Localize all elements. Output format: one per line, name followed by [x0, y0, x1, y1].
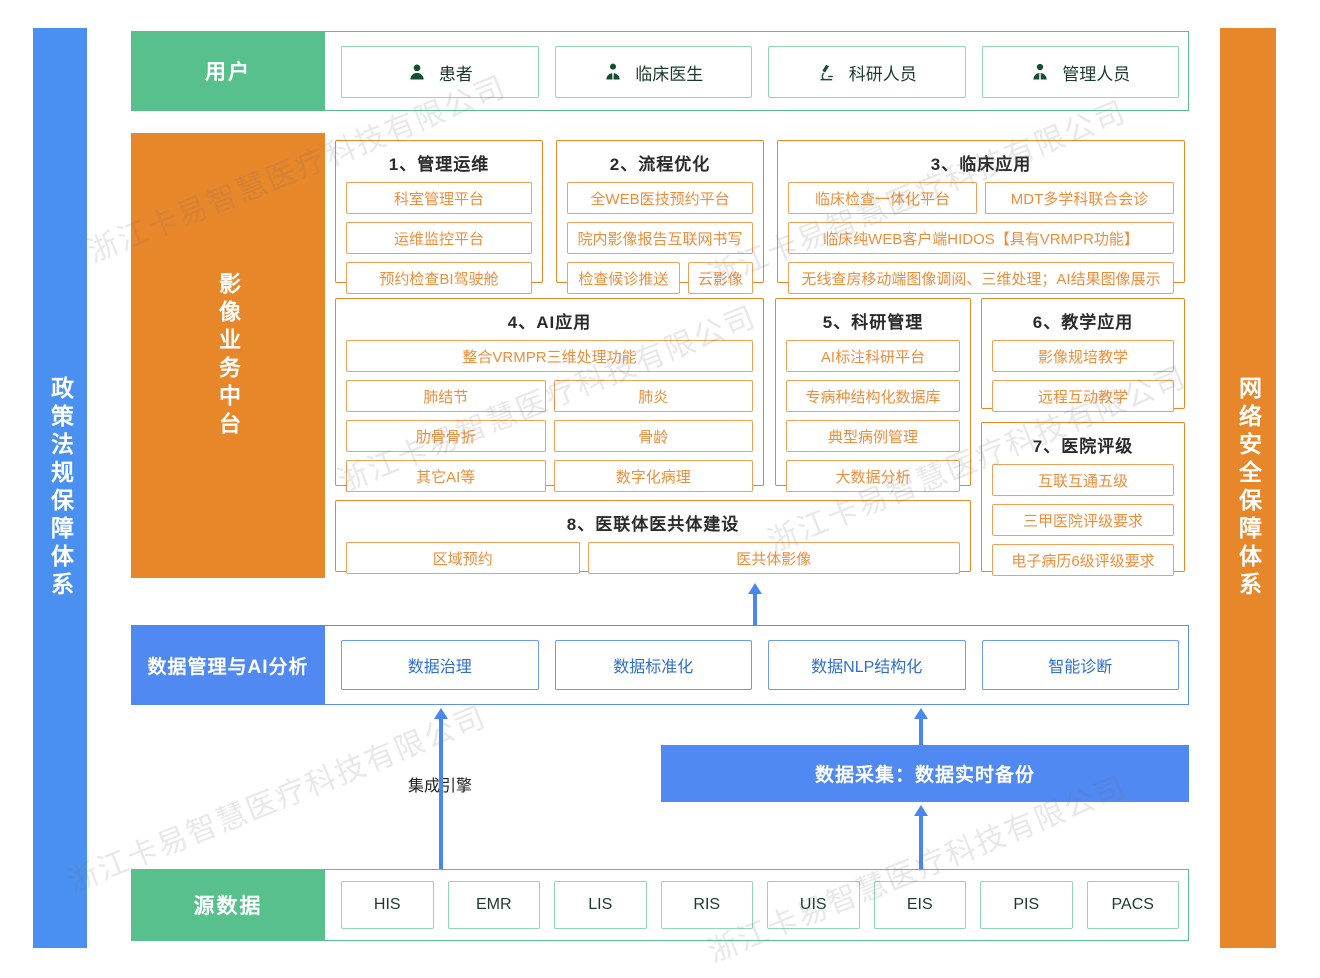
group-item[interactable]: 院内影像报告互联网书写 [567, 222, 753, 254]
group-item[interactable]: 区域预约 [346, 542, 580, 574]
imaging-platform-label-text: 影像业务中台 [216, 271, 241, 440]
user-chip-researcher[interactable]: 科研人员 [768, 46, 966, 98]
source-chip-ris[interactable]: RIS [660, 881, 753, 929]
source-chip-pis[interactable]: PIS [980, 881, 1073, 929]
group-management-ops: 1、管理运维 科室管理平台 运维监控平台 预约检查BI驾驶舱 [335, 140, 543, 294]
pillar-right-label: 网络安全保障体系 [1235, 376, 1262, 600]
group-title: 7、医院评级 [1032, 437, 1134, 456]
user-band-label-text: 用户 [205, 61, 251, 84]
group-teaching-application: 6、教学应用 影像规培教学 远程互动教学 [981, 298, 1185, 412]
patient-icon [407, 62, 427, 82]
data-collection-box: 数据采集：数据实时备份 [661, 745, 1189, 802]
pillar-left-label: 政策法规保障体系 [47, 376, 74, 600]
user-chip-clinician[interactable]: 临床医生 [554, 46, 752, 98]
source-data-label-text: 源数据 [193, 895, 263, 918]
group-item[interactable]: 运维监控平台 [346, 222, 532, 254]
group-item[interactable]: 三甲医院评级要求 [992, 504, 1174, 536]
group-item[interactable]: 互联互通五级 [992, 464, 1174, 496]
imaging-platform-label: 影像业务中台 [131, 133, 325, 578]
pillar-network-security: 网络安全保障体系 [1220, 28, 1276, 948]
data-chip-standardization[interactable]: 数据标准化 [554, 640, 752, 690]
data-chip-intelligent-diagnosis[interactable]: 智能诊断 [981, 640, 1179, 690]
group-title: 8、医联体医共体建设 [566, 515, 740, 534]
source-chip-emr[interactable]: EMR [447, 881, 540, 929]
data-management-label: 数据管理与AI分析 [131, 625, 325, 705]
user-band-label: 用户 [131, 31, 325, 111]
group-item[interactable]: 大数据分析 [786, 460, 960, 492]
source-chip-eis[interactable]: EIS [873, 881, 966, 929]
group-item[interactable]: 电子病历6级评级要求 [992, 544, 1174, 576]
group-item[interactable]: 肺炎 [553, 380, 753, 412]
group-item[interactable]: 远程互动教学 [992, 380, 1174, 412]
group-item[interactable]: 数字化病理 [553, 460, 753, 492]
arrow-data-to-platform [748, 583, 762, 625]
data-chip-governance[interactable]: 数据治理 [341, 640, 539, 690]
group-title: 6、教学应用 [1032, 313, 1134, 332]
group-hospital-rating: 7、医院评级 互联互通五级 三甲医院评级要求 电子病历6级评级要求 [981, 422, 1185, 576]
group-item[interactable]: 肺结节 [346, 380, 546, 412]
group-process-optimization: 2、流程优化 全WEB医技预约平台 院内影像报告互联网书写 检查候诊推送 云影像 [556, 140, 764, 294]
arrow-collection-to-data [914, 708, 928, 745]
doctor-icon [603, 62, 623, 82]
group-title: 1、管理运维 [388, 155, 490, 174]
group-clinical-application: 3、临床应用 临床检查一体化平台 MDT多学科联合会诊 临床纯WEB客户端HID… [777, 140, 1185, 294]
data-collection-label: 数据采集：数据实时备份 [814, 765, 1035, 786]
group-item[interactable]: 科室管理平台 [346, 182, 532, 214]
group-item[interactable]: 预约检查BI驾驶舱 [346, 262, 532, 294]
group-item[interactable]: AI标注科研平台 [786, 340, 960, 372]
user-chip-label: 临床医生 [635, 64, 704, 84]
user-chip-label: 管理人员 [1062, 64, 1131, 84]
source-chip-his[interactable]: HIS [341, 881, 434, 929]
arrow-source-to-collection [914, 805, 928, 869]
user-chip-administrator[interactable]: 管理人员 [981, 46, 1179, 98]
group-ai-application: 4、AI应用 整合VRMPR三维处理功能 肺结节 肺炎 肋骨骨折 骨龄 其它AI… [335, 298, 764, 492]
data-chip-list: 数据治理 数据标准化 数据NLP结构化 智能诊断 [341, 640, 1179, 690]
group-item[interactable]: 医共体影像 [587, 542, 960, 574]
group-item[interactable]: 肋骨骨折 [346, 420, 546, 452]
group-item[interactable]: 典型病例管理 [786, 420, 960, 452]
user-chip-label: 科研人员 [848, 64, 917, 84]
group-research-management: 5、科研管理 AI标注科研平台 专病种结构化数据库 典型病例管理 大数据分析 [775, 298, 971, 492]
group-title: 2、流程优化 [609, 155, 711, 174]
group-title: 3、临床应用 [930, 155, 1032, 174]
group-title: 4、AI应用 [507, 313, 592, 332]
group-item[interactable]: 专病种结构化数据库 [786, 380, 960, 412]
group-item[interactable]: 云影像 [687, 262, 753, 294]
source-chip-lis[interactable]: LIS [554, 881, 647, 929]
group-item[interactable]: 骨龄 [553, 420, 753, 452]
group-item[interactable]: 无线查房移动端图像调阅、三维处理；AI结果图像展示 [788, 262, 1174, 294]
group-item[interactable]: 影像规培教学 [992, 340, 1174, 372]
data-management-label-text: 数据管理与AI分析 [147, 656, 309, 678]
group-item[interactable]: 临床检查一体化平台 [788, 182, 977, 214]
user-chip-label: 患者 [438, 64, 473, 84]
source-data-label: 源数据 [131, 869, 325, 941]
group-item[interactable]: 全WEB医技预约平台 [567, 182, 753, 214]
group-item[interactable]: MDT多学科联合会诊 [985, 182, 1174, 214]
group-item[interactable]: 临床纯WEB客户端HIDOS【具有VRMPR功能】 [788, 222, 1174, 254]
data-chip-nlp-structuring[interactable]: 数据NLP结构化 [768, 640, 966, 690]
microscope-icon [817, 62, 837, 82]
group-item[interactable]: 其它AI等 [346, 460, 546, 492]
group-medical-consortium: 8、医联体医共体建设 区域预约 医共体影像 [335, 500, 971, 574]
arrow-source-to-data-left [434, 708, 448, 869]
source-chip-pacs[interactable]: PACS [1086, 881, 1179, 929]
group-item[interactable]: 检查候诊推送 [567, 262, 680, 294]
manager-icon [1030, 62, 1050, 82]
group-item[interactable]: 整合VRMPR三维处理功能 [346, 340, 753, 372]
group-title: 5、科研管理 [822, 313, 924, 332]
pillar-policy-regulation: 政策法规保障体系 [33, 28, 87, 948]
user-chip-list: 患者 临床医生 科研人员 管理人员 [341, 46, 1179, 98]
source-chip-uis[interactable]: UIS [767, 881, 860, 929]
user-chip-patient[interactable]: 患者 [341, 46, 539, 98]
source-chip-list: HIS EMR LIS RIS UIS EIS PIS PACS [341, 881, 1179, 929]
